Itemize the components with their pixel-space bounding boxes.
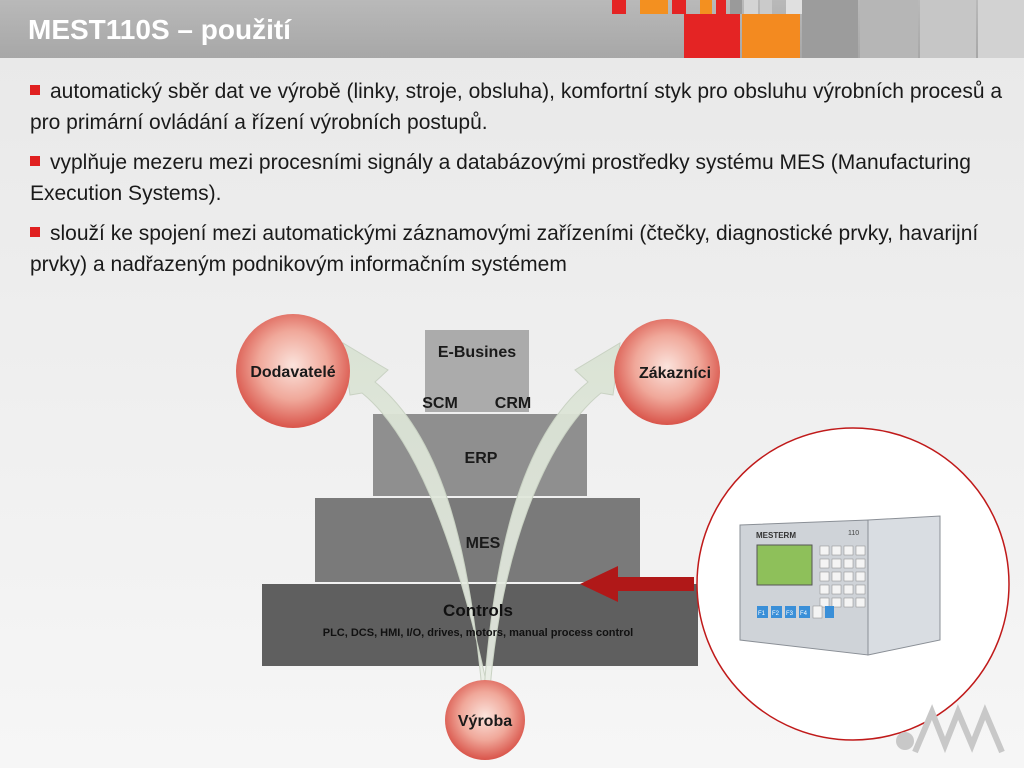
label-production: Výroba	[458, 713, 512, 730]
bullet-list: automatický sběr dat ve výrobě (linky, s…	[30, 76, 1005, 289]
device-key-f1: F1	[758, 611, 766, 617]
device-display	[756, 544, 813, 586]
arrow-device-to-controls	[580, 566, 694, 602]
circle-production	[445, 680, 525, 760]
bullet-item: slouží ke spojení mezi automatickými záz…	[30, 218, 1005, 280]
decor-square	[744, 0, 758, 14]
label-scm: SCM	[422, 395, 458, 412]
bullet-item: vyplňuje mezeru mezi procesními signály …	[30, 147, 1005, 209]
bullet-marker	[30, 156, 40, 166]
device-key-f3: F3	[786, 611, 794, 617]
level-mes	[315, 498, 640, 582]
label-suppliers: Dodavatelé	[250, 364, 335, 381]
decor-square	[716, 0, 726, 14]
label-ebusiness: E-Busines	[438, 344, 516, 361]
label-mes: MES	[466, 535, 501, 552]
decor-square	[860, 0, 918, 58]
label-customers: Zákazníci	[639, 365, 711, 382]
bullet-item: automatický sběr dat ve výrobě (linky, s…	[30, 76, 1005, 138]
bullet-text: vyplňuje mezeru mezi procesními signály …	[30, 151, 971, 205]
device-illustration: MESTERM 110 F1 F2 F3 F4	[696, 427, 1010, 741]
slide-title: MEST110S – použití	[28, 14, 291, 45]
decor-square	[640, 0, 668, 14]
device-keypad	[819, 545, 866, 608]
decor-square	[760, 0, 772, 14]
label-crm: CRM	[495, 395, 531, 412]
decor-square	[612, 0, 626, 14]
device-model: 110	[848, 530, 859, 537]
decor-square	[742, 14, 800, 58]
bullet-text: automatický sběr dat ve výrobě (linky, s…	[30, 80, 1003, 134]
device-brand: MESTERM	[756, 531, 796, 540]
label-erp: ERP	[465, 450, 498, 467]
title-bar: MEST110S – použití	[0, 0, 1024, 58]
decor-square	[730, 0, 742, 14]
bullet-marker	[30, 227, 40, 237]
decor-square	[920, 0, 976, 58]
level-controls	[262, 584, 698, 666]
decor-square	[700, 0, 712, 14]
circle-customers	[614, 319, 720, 425]
circle-suppliers	[236, 314, 350, 428]
device-function-keys: F1 F2 F3 F4	[757, 605, 834, 619]
decor-square	[672, 0, 686, 14]
label-controls: Controls	[443, 601, 513, 620]
decor-square	[684, 14, 740, 58]
level-ebusiness	[425, 330, 529, 412]
company-logo	[896, 704, 1005, 754]
label-controls-sub: PLC, DCS, HMI, I/O, drives, motors, manu…	[323, 627, 634, 639]
bullet-marker	[30, 85, 40, 95]
decor-square	[802, 0, 858, 58]
decor-square	[978, 0, 1024, 58]
decor-square	[786, 0, 802, 14]
device-key-f2: F2	[772, 611, 780, 617]
bullet-text: slouží ke spojení mezi automatickými záz…	[30, 222, 979, 276]
device-key-f4: F4	[800, 611, 808, 617]
